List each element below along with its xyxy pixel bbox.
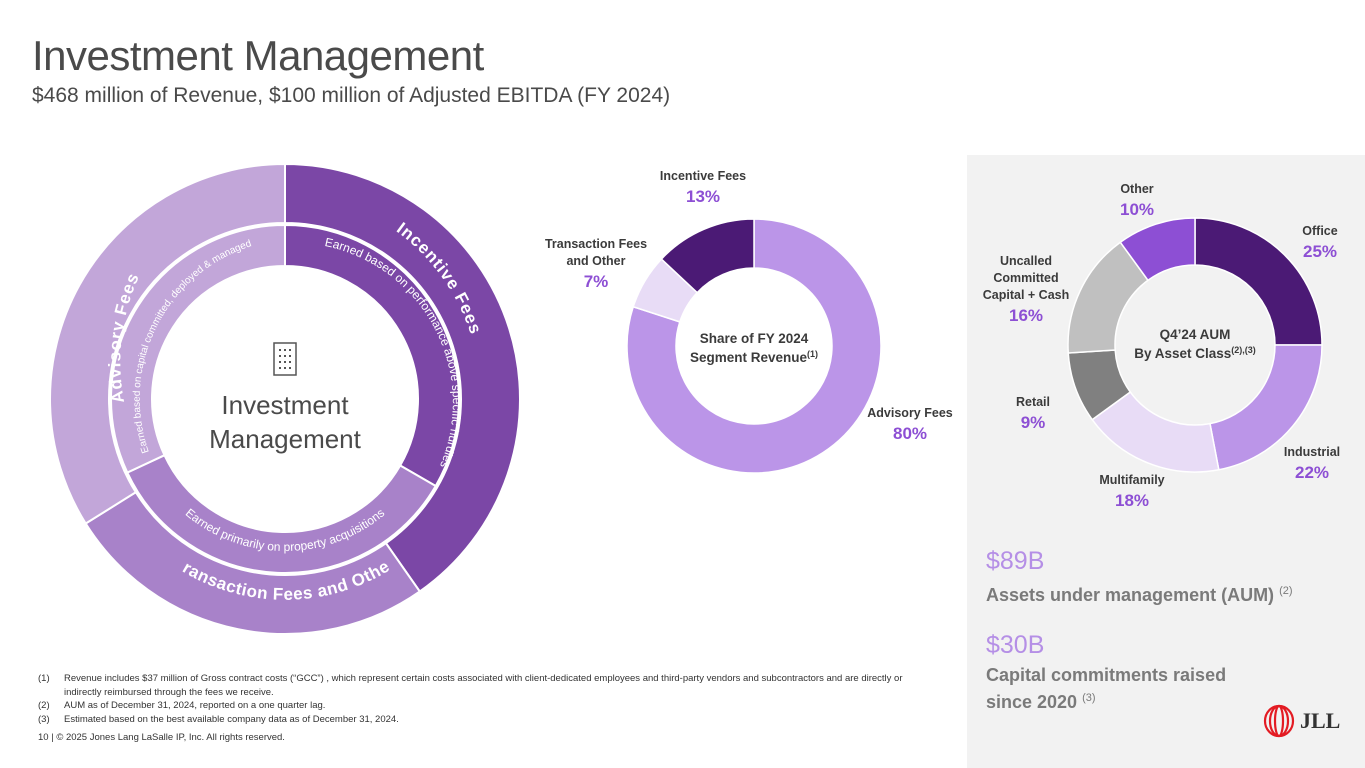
revenue-label-1-line-0: Transaction Fees <box>545 237 647 251</box>
aum-label-2-line-0: Multifamily <box>1099 473 1164 487</box>
investment-management-diagram: Investment Management Advisory Fees Ince… <box>0 0 521 635</box>
capital-value: $30B <box>986 631 1045 659</box>
revenue-center-superscript: (1) <box>807 349 818 359</box>
footnote-3: (3)Estimated based on the best available… <box>38 713 399 725</box>
revenue-label-0-line-0: Advisory Fees <box>867 406 953 420</box>
revenue-value-label-1: 7% <box>584 272 609 291</box>
aum-labels: Q4’24 AUM By Asset Class(2),(3) Office 25% I… <box>983 182 1340 510</box>
revenue-value-label-0: 80% <box>893 424 927 443</box>
revenue-label-1-line-1: and Other <box>566 254 625 268</box>
footnote-2: (2)AUM as of December 31, 2024, reported… <box>38 700 326 711</box>
aum-label-4-line-0: Uncalled <box>1000 254 1052 268</box>
footnotes: (1)Revenue includes $37 million of Gross… <box>38 672 938 726</box>
aum-slice-5 <box>1119 217 1196 282</box>
aum-center-label-1: By Asset Class(2),(3) <box>1134 345 1256 361</box>
capital-label: Capital commitments raised since 2020 (3… <box>986 665 1227 712</box>
aum-value-label-4: 16% <box>1009 306 1043 325</box>
page-title: Investment Management <box>32 32 484 79</box>
aum-value: $89B <box>986 547 1045 575</box>
page-subtitle: $468 million of Revenue, $100 million of… <box>32 84 671 107</box>
jll-logo-icon <box>1263 704 1295 738</box>
aum-center-superscript: (2),(3) <box>1231 345 1256 355</box>
aum-label-4-line-1: Committed <box>993 271 1058 285</box>
aum-label-3-line-0: Retail <box>1016 395 1050 409</box>
revenue-share-donut <box>626 218 882 474</box>
aum-slice-0 <box>1194 217 1323 346</box>
aum-label-4-line-2: Capital + Cash <box>983 288 1070 302</box>
footer-copyright: 10 | © 2025 Jones Lang LaSalle IP, Inc. … <box>38 732 285 743</box>
inner-ring <box>110 223 460 574</box>
aum-value-label-3: 9% <box>1021 413 1046 432</box>
inner-segment-incentive <box>284 223 460 488</box>
revenue-slice-0 <box>626 218 882 474</box>
jll-logo: JLL <box>1262 704 1340 738</box>
diagram-center-label-2: Management <box>209 424 362 454</box>
revenue-center-label-1: Segment Revenue(1) <box>690 349 818 365</box>
aum-value-label-0: 25% <box>1303 242 1337 261</box>
aum-value-label-5: 10% <box>1120 200 1154 219</box>
diagram-center-label-1: Investment <box>221 390 349 420</box>
building-icon <box>273 342 297 376</box>
jll-logo-text: JLL <box>1300 708 1341 733</box>
revenue-slice-2 <box>660 218 755 294</box>
revenue-center-label-0: Share of FY 2024 <box>700 331 809 346</box>
aum-value-label-1: 22% <box>1295 463 1329 482</box>
revenue-label-2-line-0: Incentive Fees <box>660 169 746 183</box>
aum-value-label-2: 18% <box>1115 491 1149 510</box>
aum-center-label-0: Q4’24 AUM <box>1160 327 1231 342</box>
revenue-value-label-2: 13% <box>686 187 720 206</box>
inner-segment-advisory <box>110 223 286 474</box>
diagram-center <box>154 268 416 530</box>
aum-label-0-line-0: Office <box>1302 224 1337 238</box>
aum-label-5-line-0: Other <box>1120 182 1153 196</box>
aum-donut <box>1067 217 1323 473</box>
aum-label-1-line-0: Industrial <box>1284 445 1340 459</box>
footnote-1: (1)Revenue includes $37 million of Gross… <box>38 673 903 698</box>
aum-label: Assets under management (AUM) (2) <box>986 585 1293 605</box>
